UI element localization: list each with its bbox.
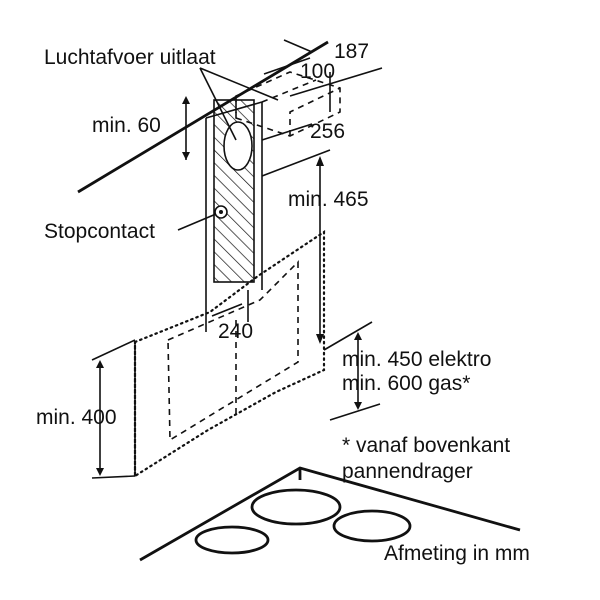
dim-256 [261, 123, 313, 141]
label-min400: min. 400 [36, 406, 117, 429]
label-air-outlet: Luchtafvoer uitlaat [44, 46, 216, 69]
hood-dotted-outline [133, 229, 326, 478]
dim-min400 [91, 339, 136, 479]
dim-100-187 [263, 39, 383, 112]
dim-min60 [182, 96, 190, 160]
dim-min450-600 [323, 321, 381, 421]
air-outlet-circle [223, 121, 253, 171]
label-dim187: 187 [334, 40, 369, 63]
dim-240 [205, 290, 249, 332]
label-min465: min. 465 [288, 188, 369, 211]
label-dim240: 240 [218, 320, 253, 343]
cooktop [139, 466, 521, 562]
label-min600: min. 600 gas* [342, 372, 470, 395]
dim-min465 [261, 149, 331, 344]
air-outlet-leaders [199, 67, 279, 141]
label-min60: min. 60 [92, 114, 161, 137]
label-min450: min. 450 elektro [342, 348, 491, 371]
label-units: Afmeting in mm [384, 542, 530, 565]
label-dim256: 256 [310, 120, 345, 143]
label-footnote-2: pannendrager [342, 460, 473, 483]
label-socket: Stopcontact [44, 220, 155, 243]
hood-dashed-outline [167, 260, 299, 442]
socket-leader [177, 213, 217, 231]
duct-dashed-outline [235, 71, 341, 137]
label-footnote-1: * vanaf bovenkant [342, 434, 510, 457]
socket-icon [214, 205, 228, 219]
label-dim100: 100 [300, 60, 335, 83]
